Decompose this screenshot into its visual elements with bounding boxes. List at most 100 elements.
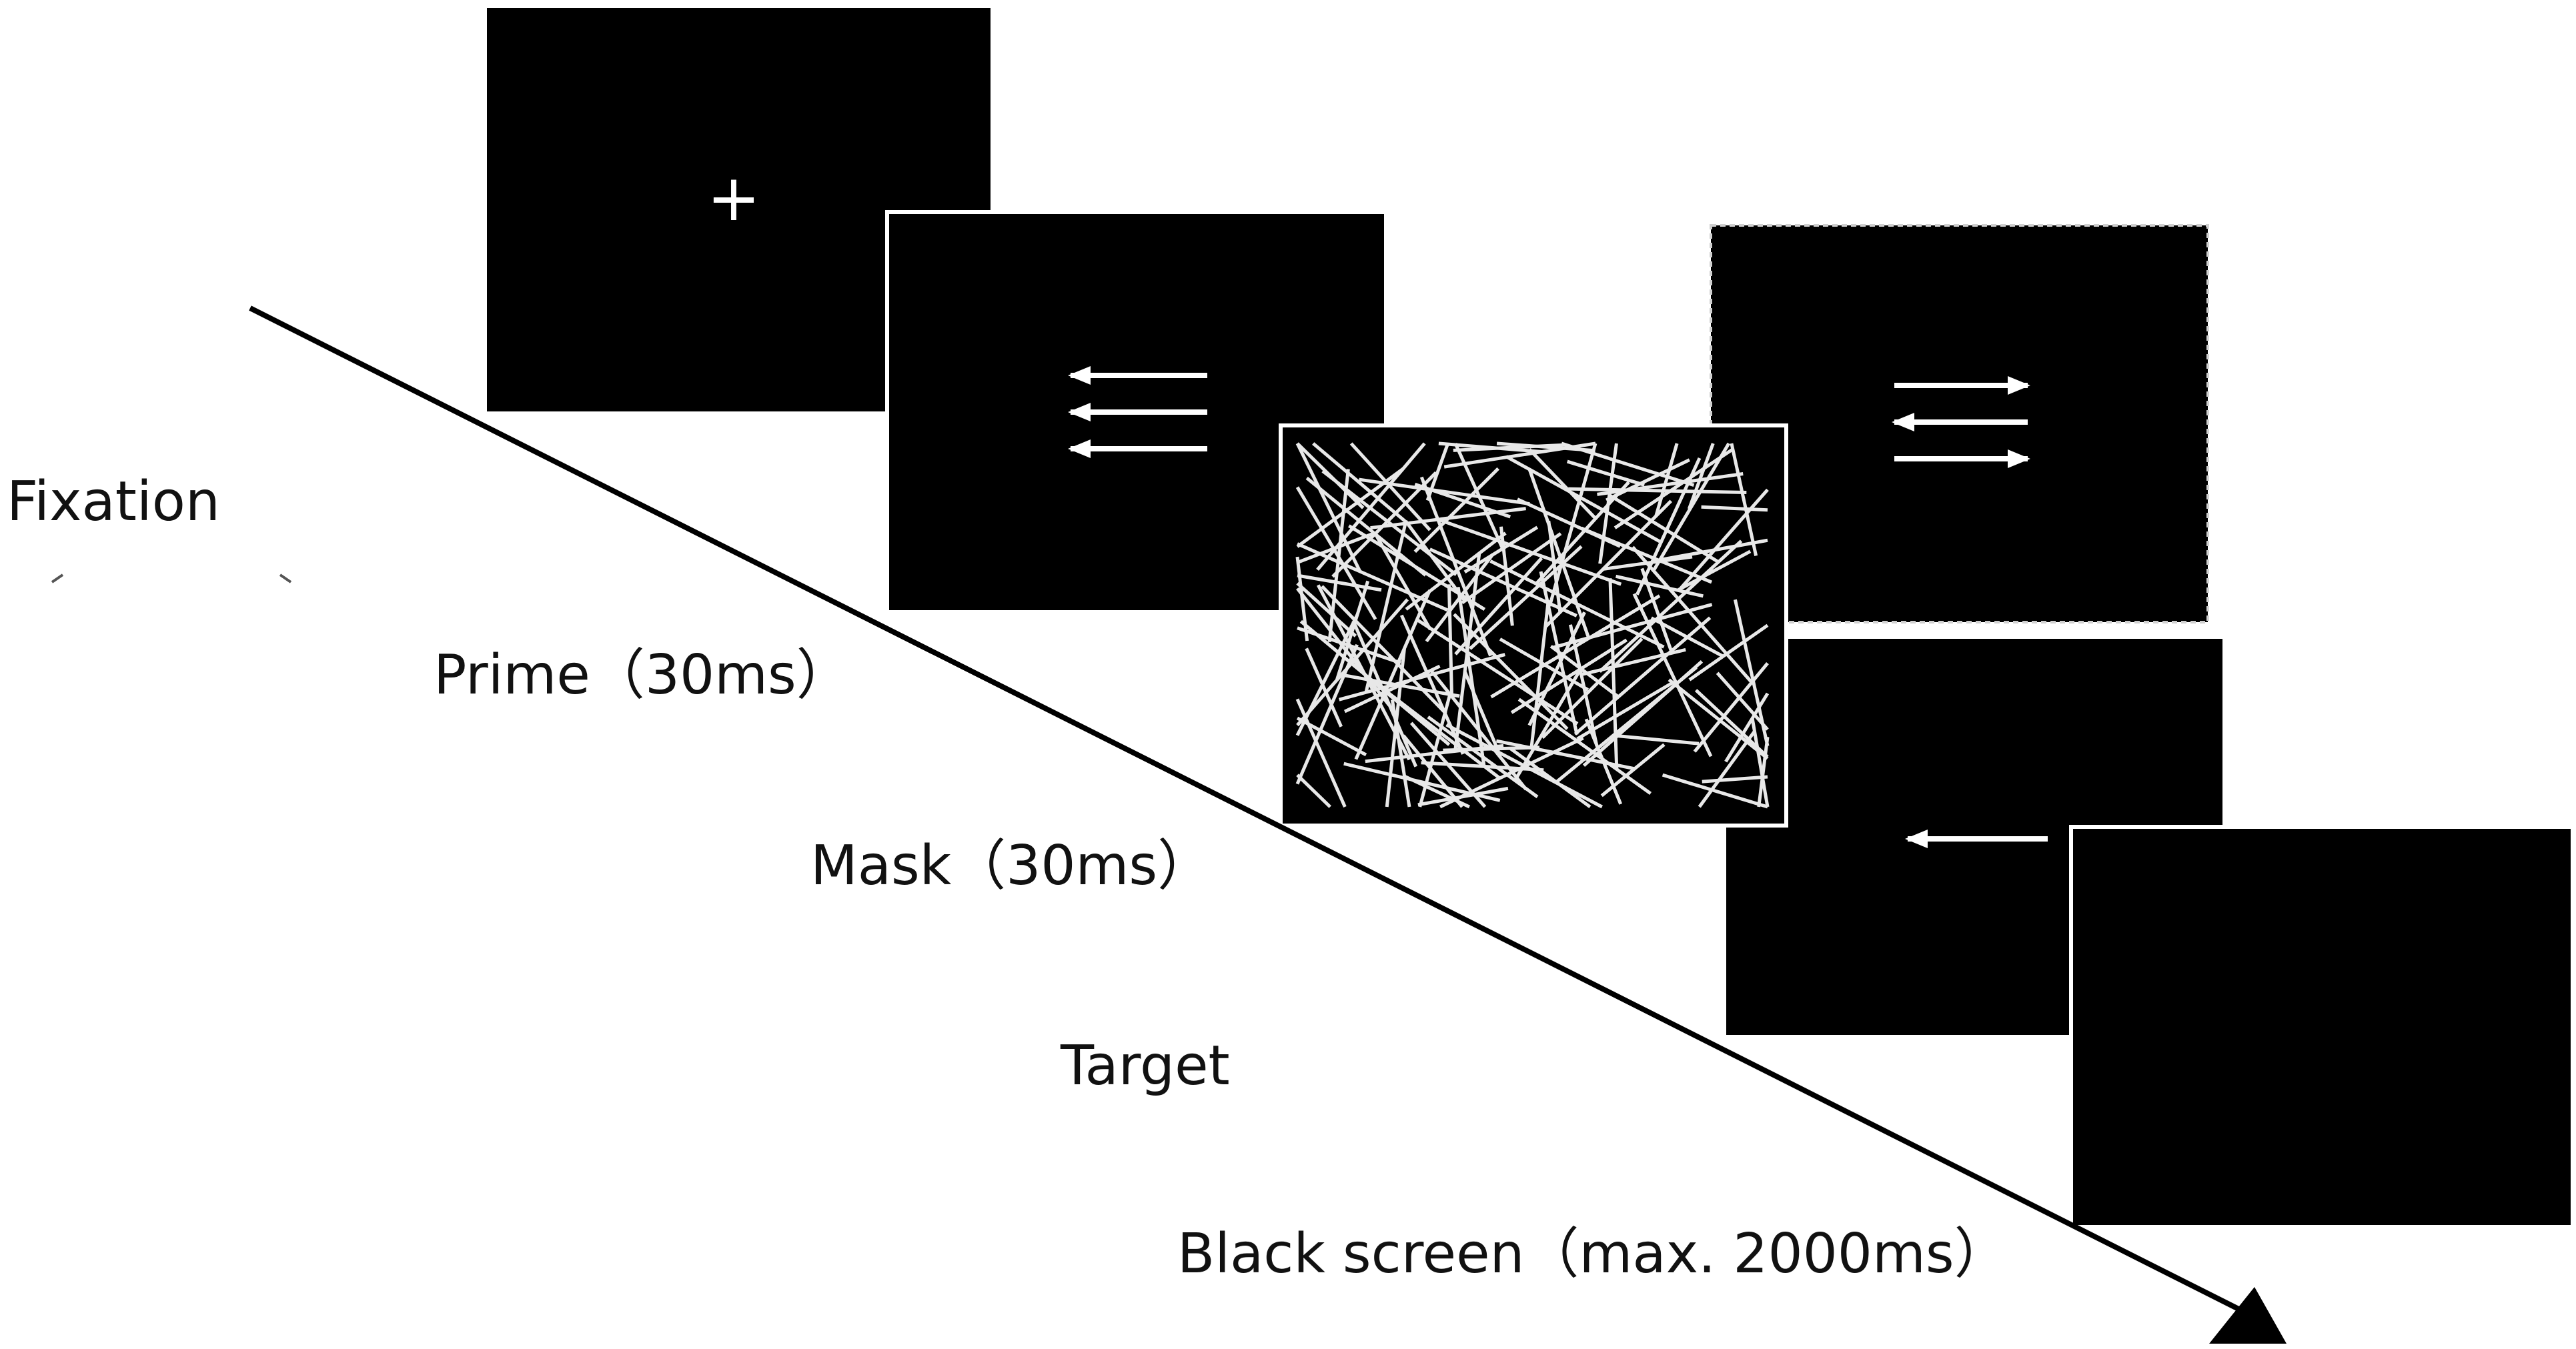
- fixation-cross: +: [707, 161, 760, 235]
- mask-line: [1616, 734, 1700, 746]
- mask-line: [1614, 447, 1734, 529]
- mask-line: [1404, 519, 1466, 602]
- mask-lines: [1295, 441, 1770, 809]
- mask-line: [1573, 616, 1712, 736]
- mask-line: [1668, 678, 1769, 760]
- label-target: Target: [1061, 1034, 1230, 1098]
- mask-line: [1445, 723, 1603, 809]
- flanker-screen: [1710, 224, 2209, 623]
- mask-line: [1417, 618, 1579, 726]
- mask-line: [1343, 664, 1441, 714]
- mask-line: [1652, 442, 1730, 571]
- mask-line: [1608, 578, 1619, 770]
- mask-line: [1635, 457, 1702, 595]
- mask-line: [1417, 786, 1509, 807]
- mask-line: [1364, 521, 1407, 694]
- mask-line: [1605, 458, 1690, 502]
- mask-line: [1454, 557, 1543, 655]
- mask-line: [1566, 459, 1645, 487]
- mask-line: [1698, 730, 1756, 808]
- mask-line: [1529, 599, 1550, 748]
- mask-line: [1349, 442, 1431, 531]
- mask-line: [1547, 520, 1562, 613]
- mask-line: [1582, 659, 1704, 767]
- mask-line: [1463, 671, 1500, 752]
- mask-line: [1581, 647, 1686, 676]
- mask-line: [1295, 442, 1362, 573]
- prime-arrow-1-left: [1068, 366, 1207, 385]
- mask-line: [1297, 573, 1382, 592]
- mask-line: [1678, 549, 1752, 591]
- mask-line: [1413, 467, 1499, 553]
- mask-line: [1693, 661, 1769, 753]
- mask-line: [1461, 532, 1562, 605]
- mask-line: [1551, 603, 1713, 649]
- fixation-ticks: [51, 573, 292, 583]
- mask-line: [1402, 734, 1464, 808]
- mask-line: [1600, 743, 1666, 798]
- mask-line: [1296, 716, 1367, 757]
- mask-screen: [1279, 423, 1788, 828]
- mask-line: [1701, 505, 1768, 512]
- flanker-arrow-3-right: [1894, 449, 2030, 468]
- mask-line: [1702, 775, 1768, 784]
- mask-line: [1316, 442, 1426, 571]
- prime-arrow-2-left: [1068, 403, 1207, 421]
- timeline-arrow: [249, 305, 2287, 1344]
- mask-line: [1354, 589, 1431, 760]
- mask-line: [1296, 774, 1331, 808]
- mask-line: [1517, 698, 1652, 795]
- mask-line: [1447, 584, 1454, 697]
- label-mask: Mask（30ms）: [810, 834, 1213, 898]
- mask-line: [1312, 442, 1407, 523]
- mask-line: [1499, 637, 1589, 692]
- mask-line: [1296, 581, 1357, 637]
- fixation-screen: +: [487, 8, 991, 411]
- mask-line: [1295, 613, 1359, 736]
- target-arrow: [1905, 830, 2048, 848]
- mask-line: [1359, 477, 1530, 506]
- mask-line: [1688, 623, 1769, 682]
- mask-line: [1348, 524, 1486, 611]
- label-prime: Prime（30ms）: [434, 643, 851, 707]
- prime-arrows: [1068, 366, 1207, 458]
- mask-line: [1425, 553, 1495, 643]
- mask-line: [1527, 469, 1591, 640]
- mask-line: [1341, 673, 1460, 698]
- mask-line: [1296, 587, 1391, 707]
- mask-line: [1527, 611, 1586, 726]
- mask-line: [1419, 476, 1492, 657]
- mask-line: [1528, 448, 1597, 519]
- mask-line: [1338, 653, 1505, 702]
- mask-line: [1405, 531, 1507, 611]
- target-arrow-left: [1905, 830, 2048, 848]
- mask-line: [1499, 526, 1514, 626]
- mask-line: [1547, 443, 1597, 607]
- mask-line: [1750, 718, 1770, 808]
- mask-line: [1490, 594, 1661, 699]
- mask-line: [1576, 681, 1674, 741]
- mask-line: [1607, 493, 1719, 563]
- label-black-screen: Black screen（max. 2000ms）: [1177, 1222, 2009, 1286]
- mask-line: [1453, 443, 1567, 452]
- mask-line: [1640, 567, 1673, 652]
- flanker-arrow-2-left: [1892, 413, 2028, 431]
- prime-arrow-3-left: [1068, 439, 1207, 458]
- mask-line: [1724, 692, 1770, 763]
- mask-line: [1687, 443, 1715, 510]
- mask-line: [1438, 518, 1622, 586]
- mask-line: [1374, 533, 1432, 631]
- mask-line: [1453, 552, 1481, 750]
- mask-line: [1632, 593, 1713, 758]
- mask-line: [1296, 542, 1449, 612]
- mask-line: [1730, 443, 1758, 556]
- mask-line: [1385, 647, 1407, 808]
- mask-line: [1598, 443, 1618, 564]
- mask-line: [1365, 744, 1504, 764]
- mask-line: [1676, 488, 1769, 593]
- mask-line: [1295, 486, 1377, 620]
- mask-line: [1541, 637, 1644, 740]
- mask-line: [1299, 619, 1451, 746]
- mask-line: [1321, 585, 1447, 715]
